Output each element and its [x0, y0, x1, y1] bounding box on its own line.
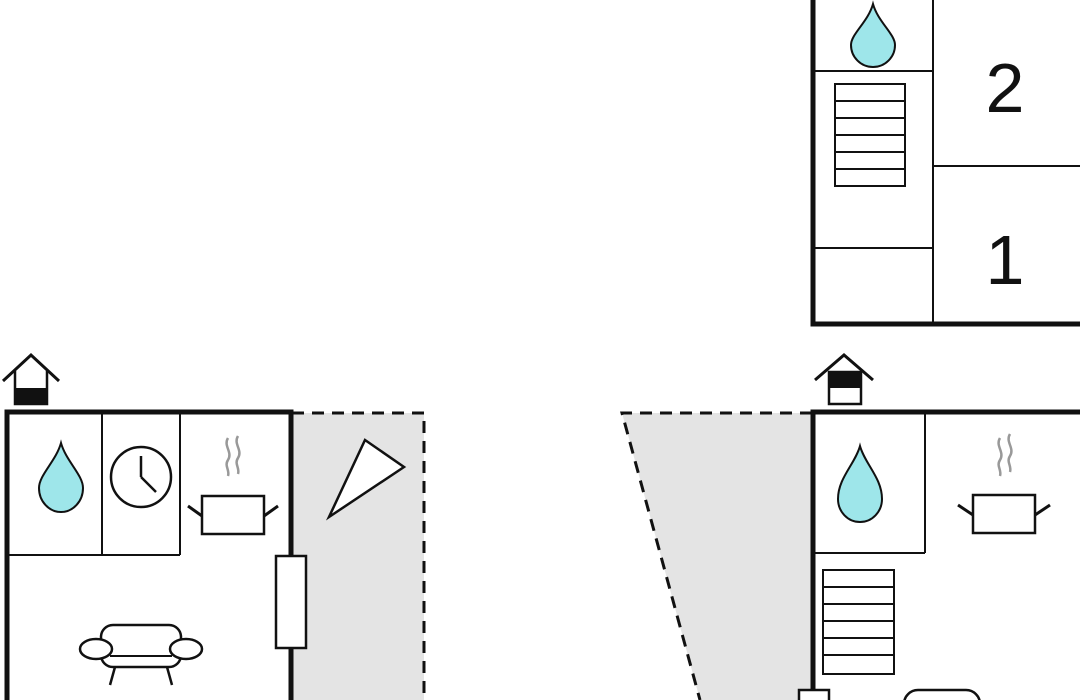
terrace-boundary [620, 411, 812, 700]
sofa-icon [78, 623, 204, 686]
staircase-icon [822, 569, 895, 675]
window-icon [274, 554, 308, 650]
terrace-area [292, 413, 424, 700]
pennant-icon [325, 438, 407, 521]
window-icon [797, 688, 831, 700]
water-drop-icon [37, 439, 85, 513]
clock-icon [109, 445, 173, 509]
terrace-boundary [292, 411, 426, 700]
house-entrance-icon [814, 353, 874, 406]
upper-floor-plan: 2 1 [810, 0, 1080, 327]
water-drop-icon [849, 0, 897, 68]
water-drop-icon [836, 442, 884, 523]
ground-floor-left-plan [1, 352, 426, 700]
cooking-pot-icon [187, 435, 279, 536]
staircase-icon [834, 83, 906, 187]
house-entrance-icon [1, 352, 61, 406]
room-number-1: 1 [986, 221, 1025, 299]
terrace-area [622, 413, 812, 700]
cooking-pot-icon [957, 433, 1051, 535]
room-number-2: 2 [986, 49, 1025, 127]
sofa-icon [903, 688, 981, 700]
ground-floor-right-plan [620, 353, 1080, 700]
